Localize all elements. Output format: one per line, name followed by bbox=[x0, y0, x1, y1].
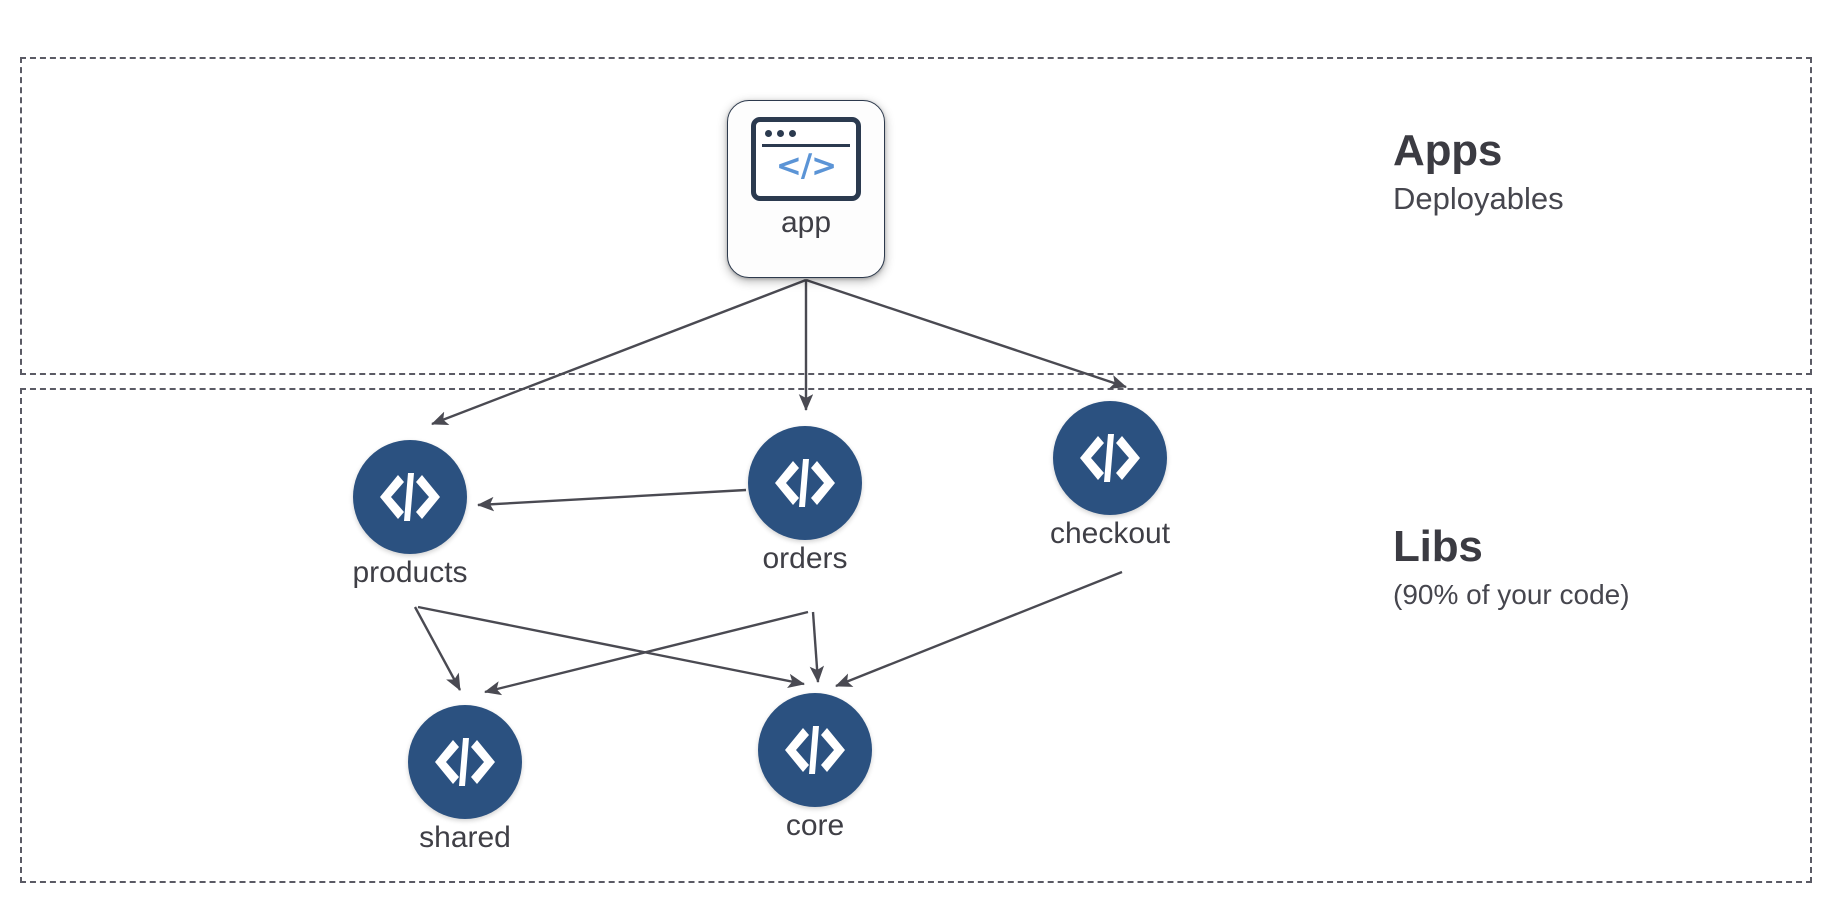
node-label-orders: orders bbox=[762, 542, 848, 575]
node-orders[interactable]: orders bbox=[748, 426, 862, 574]
node-label-products: products bbox=[352, 556, 468, 589]
window-titlebar-rule bbox=[762, 144, 850, 147]
zone-legend-apps: Apps Deployables bbox=[1393, 126, 1564, 217]
code-brackets-icon bbox=[758, 693, 872, 807]
node-label-shared: shared bbox=[419, 821, 511, 854]
node-core[interactable]: core bbox=[758, 693, 872, 841]
code-brackets-icon bbox=[408, 705, 522, 819]
code-brackets-glyph: </> bbox=[775, 148, 837, 184]
node-label-core: core bbox=[785, 809, 845, 842]
code-brackets-icon bbox=[748, 426, 862, 540]
zone-subtitle-libs: (90% of your code) bbox=[1393, 579, 1630, 611]
node-app[interactable]: </> app bbox=[727, 100, 885, 278]
zone-box-libs bbox=[20, 388, 1812, 883]
window-dots-icon bbox=[765, 130, 796, 137]
node-label-app: app bbox=[780, 206, 832, 239]
zone-title-apps: Apps bbox=[1393, 126, 1503, 175]
node-products[interactable]: products bbox=[352, 440, 468, 588]
zone-subtitle-apps: Deployables bbox=[1393, 181, 1564, 217]
code-window-icon: </> bbox=[751, 117, 861, 201]
code-brackets-icon bbox=[353, 440, 467, 554]
node-checkout[interactable]: checkout bbox=[1050, 401, 1170, 549]
code-brackets-icon bbox=[1053, 401, 1167, 515]
node-label-checkout: checkout bbox=[1049, 517, 1171, 550]
zone-title-libs: Libs bbox=[1393, 522, 1483, 571]
node-shared[interactable]: shared bbox=[408, 705, 522, 853]
zone-legend-libs: Libs (90% of your code) bbox=[1393, 522, 1630, 612]
